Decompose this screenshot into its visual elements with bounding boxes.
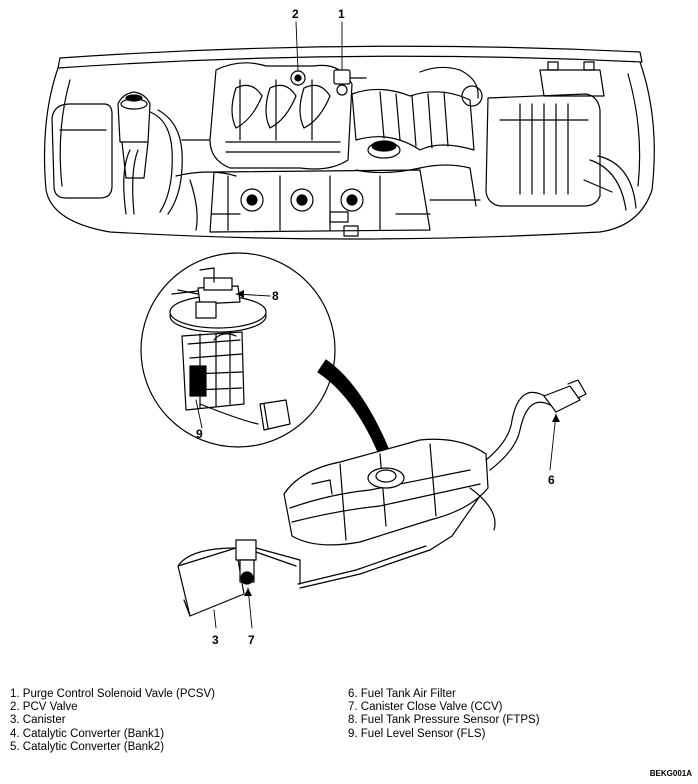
legend-item-8: 8. Fuel Tank Pressure Sensor (FTPS) (348, 714, 540, 727)
legend-item-6: 6. Fuel Tank Air Filter (348, 688, 456, 700)
callout-6: 6 (548, 473, 555, 487)
fuel-tank-and-canister (177, 379, 587, 617)
figure-code: BEKG001A (649, 769, 692, 778)
legend-item-3: 3. Canister (10, 714, 66, 727)
callout-1: 1 (338, 7, 345, 21)
fuel-pump-module-inset (140, 252, 397, 473)
legend-item-4: 4. Catalytic Converter (Bank1) (10, 727, 165, 740)
callout-3: 3 (212, 633, 219, 647)
callout-7: 7 (248, 633, 255, 647)
legend-right: 6. Fuel Tank Air Filter 7. Canister Clos… (348, 688, 540, 741)
engine-bay-drawing (43, 45, 655, 240)
legend-item-1: 1. Purge Control Solenoid Vavle (PCSV) (10, 688, 215, 700)
legend-item-9: 9. Fuel Level Sensor (FLS) (348, 727, 486, 740)
leader-arrowheads (236, 290, 560, 596)
callout-2: 2 (292, 7, 299, 21)
legend-item-7: 7. Canister Close Valve (CCV) (348, 701, 503, 714)
callout-9: 9 (196, 427, 203, 441)
legend-item-5: 5. Catalytic Converter (Bank2) (10, 740, 165, 753)
legend-item-2: 2. PCV Valve (10, 701, 78, 714)
callout-8: 8 (272, 289, 279, 303)
legend-left: 1. Purge Control Solenoid Vavle (PCSV) 2… (10, 688, 215, 754)
evap-system-illustration (43, 21, 655, 629)
